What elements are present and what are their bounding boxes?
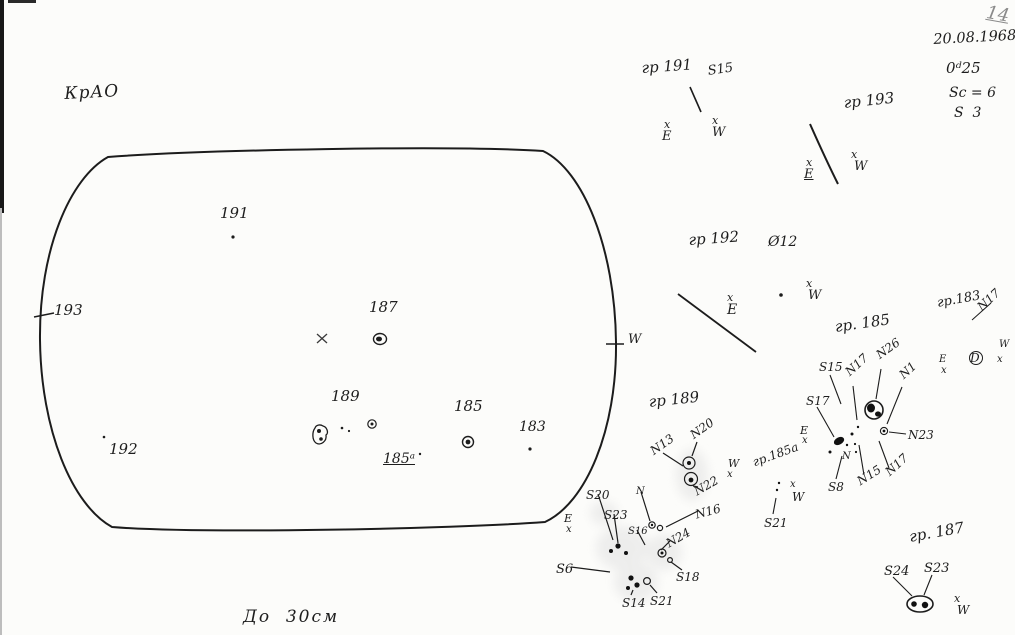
solar-disk-outline <box>38 147 618 532</box>
group-189-w: W <box>728 457 740 470</box>
group-189-s14: S14 <box>622 596 646 610</box>
group-191-w-x: x <box>712 114 719 127</box>
group-185-s15: S15 <box>819 360 843 374</box>
group-192-spot <box>779 293 783 297</box>
group-189-s21: S21 <box>650 594 674 608</box>
group-185-sketch <box>772 368 907 515</box>
group-187-w: W <box>957 603 970 617</box>
group-189-w-x: x <box>727 469 733 480</box>
group-191-e-x: x <box>664 118 671 131</box>
disk-label-185: 185 <box>454 397 483 415</box>
group-192-e-x: x <box>727 291 734 304</box>
disk-label-192: 192 <box>109 440 138 458</box>
group-193-e: E <box>804 167 814 182</box>
group-192-w-x: x <box>806 277 813 290</box>
group-187-s24: S24 <box>884 564 910 579</box>
scan-shading <box>590 449 708 602</box>
disk-label-189: 189 <box>331 387 360 405</box>
group-193-w-x: x <box>851 148 858 161</box>
disk-label-185a: 185ᵃ <box>383 451 415 467</box>
disk-label-191: 191 <box>220 204 249 222</box>
group-185-n: N <box>842 451 851 462</box>
group-189-s18: S18 <box>676 570 700 584</box>
group-189-s23: S23 <box>604 508 628 522</box>
group-185-s21: S21 <box>764 516 788 530</box>
scan-top-speck <box>8 0 36 3</box>
disk-east-limb-tick <box>33 312 55 318</box>
group-189-n: N <box>636 486 645 497</box>
obs-value-s: S 3 <box>954 105 982 121</box>
group-192-d12: Ø12 <box>768 234 798 250</box>
group-185-n23: N23 <box>908 428 934 442</box>
disk-label-187: 187 <box>369 298 398 316</box>
disk-center-mark <box>316 333 328 344</box>
group-192-e: E <box>727 302 738 318</box>
group-185-e-x: x <box>802 435 808 446</box>
group-183-d: D <box>970 351 980 365</box>
page-number: 14 <box>984 2 1011 27</box>
group-183-w: W <box>999 339 1010 350</box>
group-183-e: E <box>939 354 947 365</box>
disk-sunspots <box>102 235 532 456</box>
scan-edge-shadow <box>0 208 2 635</box>
group-187-sketch <box>892 574 934 613</box>
group-189-e-x: x <box>566 524 572 535</box>
group-189-sketch <box>570 441 699 596</box>
group-189-s20: S20 <box>586 488 610 502</box>
obs-value-sc: Sc = 6 <box>949 85 996 101</box>
group-183-w-x: x <box>997 354 1003 365</box>
observatory-label: КрАО <box>63 81 120 104</box>
group-191-w: W <box>712 125 726 140</box>
disk-diameter-note: До 30см <box>243 607 340 627</box>
group-189-s6: S6 <box>556 562 574 577</box>
group-187-s23: S23 <box>924 561 950 576</box>
group-183-e-x: x <box>941 365 947 376</box>
group-192-stroke <box>677 293 757 353</box>
group-193-stroke <box>809 123 839 185</box>
group-192-title: гр 192 <box>687 227 740 249</box>
disk-west-mark: W <box>628 332 642 347</box>
group-185-w: W <box>792 490 805 504</box>
group-191-e: E <box>662 129 672 144</box>
disk-label-193: 193 <box>54 301 83 319</box>
group-185-s8: S8 <box>828 480 844 494</box>
group-192-w: W <box>808 288 822 303</box>
obs-value-d: 0ᵈ25 <box>946 59 981 77</box>
group-185-s17: S17 <box>806 394 830 408</box>
group-185-e: E <box>800 424 809 437</box>
group-193-e-x: x <box>806 156 813 169</box>
group-185-w-x: x <box>790 479 796 490</box>
group-183-sketch <box>969 302 992 365</box>
scan-binding-bar <box>0 0 4 213</box>
group-187-w-x: x <box>954 592 961 605</box>
group-193-w: W <box>854 159 868 174</box>
group-191-stroke <box>689 86 702 113</box>
group-189-e: E <box>564 512 573 525</box>
disk-label-183: 183 <box>519 419 546 435</box>
group-189-s16: S16 <box>628 526 648 537</box>
group-191-s15: S15 <box>706 60 735 79</box>
group-191-title: гр 191 <box>640 55 693 77</box>
